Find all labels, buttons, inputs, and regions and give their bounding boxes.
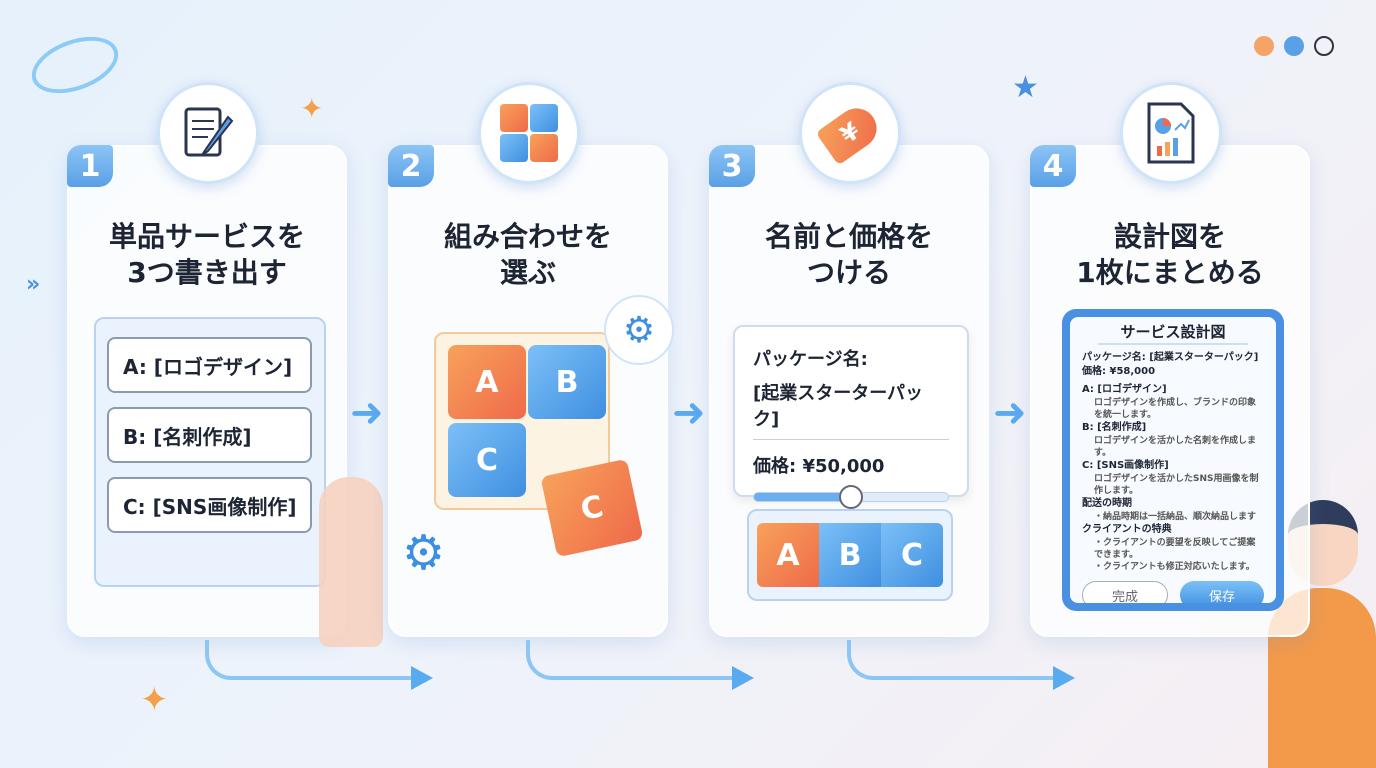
title-line: 3つ書き出す — [127, 256, 287, 289]
title-line: 設計図を — [1113, 220, 1226, 253]
dot-outline-icon — [1314, 36, 1334, 56]
list-item: C: [SNS画像制作] — [107, 477, 312, 533]
price-tag-yen-icon: ¥ — [799, 82, 901, 184]
step-number: 4 — [1030, 145, 1076, 187]
arrow-right-icon: ➜ — [993, 390, 1027, 436]
step-card-2: 2 組み合わせを選ぶ A B C C ⚙ ⚙ — [388, 82, 674, 637]
section-title: クライアントの特典 — [1082, 524, 1172, 535]
chevrons-icon: » — [26, 272, 41, 297]
title-line: 1枚にまとめる — [1076, 256, 1264, 289]
sparkle-icon: ✦ — [300, 92, 324, 125]
list-item: A: [ロゴデザイン] — [107, 337, 312, 393]
list-item: B: [名刺作成] — [107, 407, 312, 463]
puzzle-piece-c: C — [448, 423, 526, 497]
puzzle-piece-c-moving: C — [540, 458, 644, 558]
dot-orange-icon — [1254, 36, 1274, 56]
section-desc: ロゴデザインを作成し、ブランドの印象を統一します。 — [1094, 398, 1257, 420]
step-number: 2 — [388, 145, 434, 187]
section-desc: ・クライアントの要望を反映してご提案できます。 — [1094, 538, 1256, 560]
doc-section: B: [名刺作成] ロゴデザインを活かした名刺を作成します。 — [1082, 421, 1264, 459]
doc-section: C: [SNS画像制作] ロゴデザインを活かしたSNS用画像を制作します。 — [1082, 459, 1264, 497]
doc-section: A: [ロゴデザイン] ロゴデザインを作成し、ブランドの印象を統一します。 — [1082, 383, 1264, 421]
arrow-right-icon: ➜ — [672, 390, 706, 436]
title-line: つける — [806, 256, 891, 289]
puzzle-piece-b: B — [528, 345, 606, 419]
flow-arrow — [847, 640, 1075, 690]
step-card-3: 3 ¥ 名前と価格をつける パッケージ名: [起業スターターパック] 価格: ¥… — [709, 82, 989, 637]
section-desc: ・クライアントも修正対応いたします。 — [1094, 562, 1255, 572]
doc-section: 配送の時期・納品時期は一括納品、順次納品します — [1082, 497, 1264, 523]
star-icon: ★ — [1012, 70, 1039, 105]
section-title: B: [名刺作成] — [1082, 422, 1147, 433]
section-desc: ロゴデザインを活かした名刺を作成します。 — [1094, 436, 1257, 458]
section-title: C: [SNS画像制作] — [1082, 460, 1169, 471]
step-title: 名前と価格をつける — [711, 219, 987, 291]
flow-arrow — [526, 640, 754, 690]
document-heading: サービス設計図 — [1098, 325, 1248, 345]
flow-arrow — [205, 640, 433, 690]
dot-blue-icon — [1284, 36, 1304, 56]
puzzle-piece-a: A — [757, 523, 819, 587]
title-line: 組み合わせを — [443, 220, 612, 253]
price-slider[interactable] — [753, 485, 949, 509]
slider-handle[interactable] — [839, 485, 863, 509]
package-pieces: A B C — [747, 509, 953, 601]
hand-pen-icon — [319, 477, 383, 647]
step-number: 1 — [67, 145, 113, 187]
doc-package: パッケージ名: [起業スターターパック] — [1082, 352, 1259, 363]
section-desc: ・納品時期は一括納品、順次納品します — [1094, 512, 1257, 522]
title-line: 単品サービスを — [108, 220, 305, 253]
gear-icon: ⚙ — [402, 525, 446, 581]
package-name[interactable]: [起業スターターパック] — [753, 379, 949, 440]
notepad-pencil-icon — [157, 82, 259, 184]
package-form: パッケージ名: [起業スターターパック] 価格: ¥50,000 — [733, 325, 969, 509]
section-title: A: [ロゴデザイン] — [1082, 384, 1167, 395]
decor-dots — [1254, 36, 1334, 56]
doc-section: クライアントの特典・クライアントの要望を反映してご提案できます。・クライアントも… — [1082, 523, 1264, 573]
section-desc: ロゴデザインを活かしたSNS用画像を制作します。 — [1094, 474, 1259, 496]
sparkle-icon: ✦ — [140, 680, 169, 720]
section-title: 配送の時期 — [1082, 498, 1132, 509]
puzzle-piece-b: B — [819, 523, 881, 587]
planet-icon — [24, 26, 126, 104]
step-title: 組み合わせを選ぶ — [390, 219, 666, 291]
save-button[interactable]: 保存 — [1180, 581, 1264, 603]
puzzle-piece-a: A — [448, 345, 526, 419]
title-line: 選ぶ — [499, 256, 556, 289]
price-label[interactable]: 価格: ¥50,000 — [753, 456, 885, 477]
arrow-right-icon: ➜ — [350, 390, 384, 436]
done-button[interactable]: 完成 — [1082, 581, 1168, 603]
document-chart-icon — [1120, 82, 1222, 184]
title-line: 名前と価格を — [764, 220, 933, 253]
puzzle-piece-c: C — [881, 523, 943, 587]
design-document: サービス設計図 パッケージ名: [起業スターターパック] 価格: ¥58,000… — [1062, 309, 1284, 611]
slider-fill — [754, 493, 851, 501]
step-number: 3 — [709, 145, 755, 187]
package-label: パッケージ名: — [753, 349, 868, 370]
doc-price: 価格: ¥58,000 — [1082, 366, 1156, 377]
gear-check-icon: ⚙ — [604, 295, 674, 365]
puzzle-icon — [478, 82, 580, 184]
